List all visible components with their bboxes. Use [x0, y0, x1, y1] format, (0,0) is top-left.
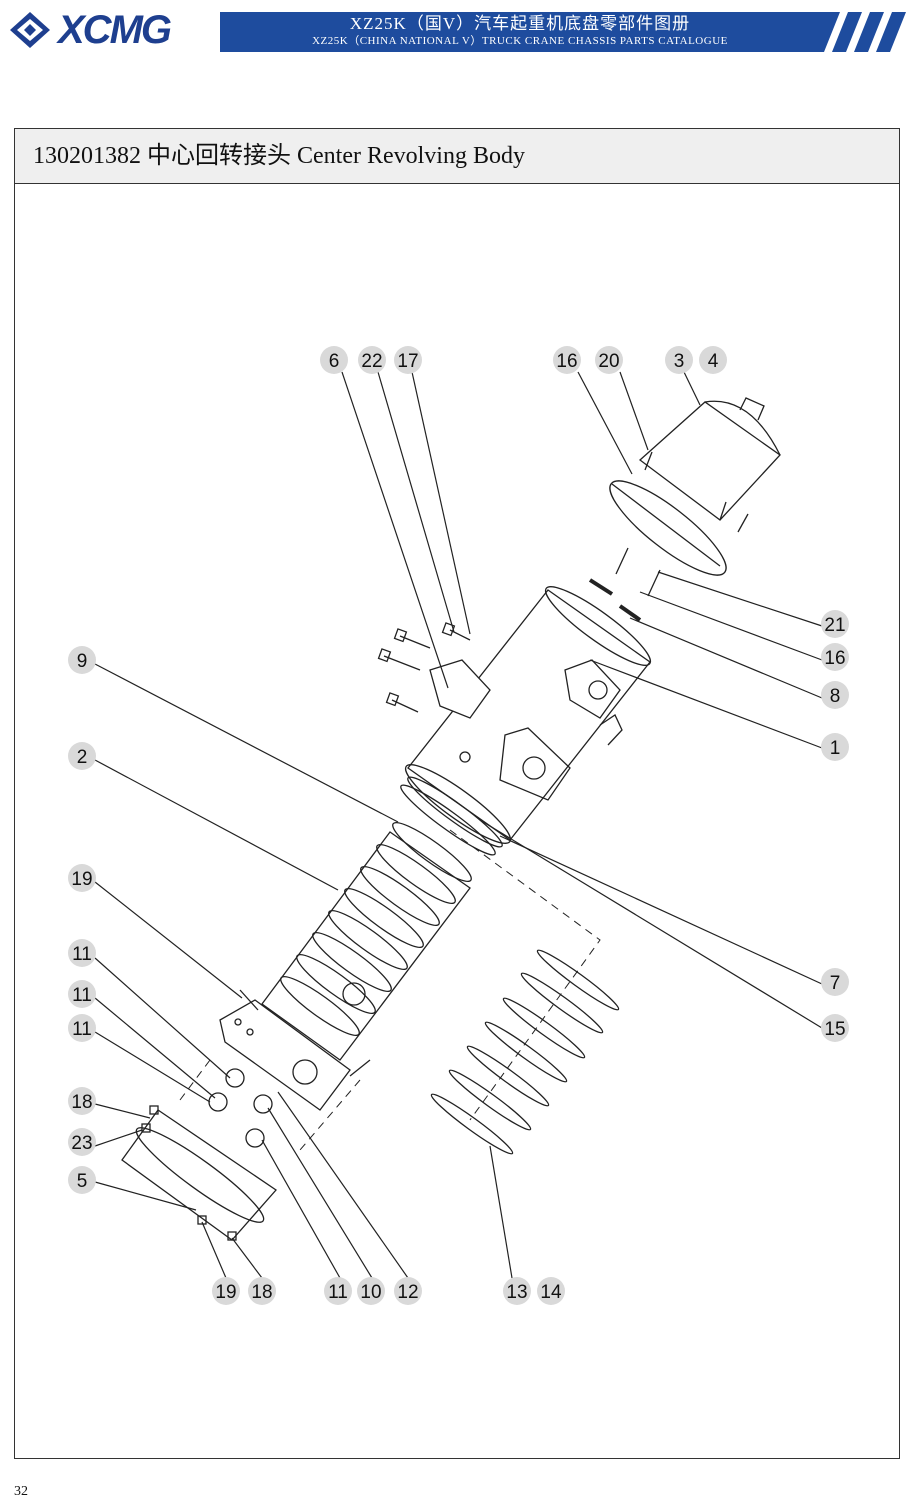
catalogue-title: XZ25K（国V）汽车起重机底盘零部件图册 [349, 14, 691, 33]
callout-18-left: 18 [68, 1087, 96, 1115]
svg-text:2: 2 [77, 747, 88, 768]
svg-text:12: 12 [397, 1282, 418, 1303]
bracket-bolts-part [377, 622, 491, 719]
svg-text:13: 13 [506, 1282, 527, 1303]
center-body-housing [404, 586, 652, 844]
lower-flange-part [219, 989, 371, 1111]
callout-5: 5 [68, 1166, 96, 1194]
diagram-frame: 130201382 中心回转接头 Center Revolving Body [14, 128, 900, 1459]
svg-text:6: 6 [329, 351, 340, 372]
svg-text:11: 11 [72, 1019, 92, 1040]
svg-text:17: 17 [397, 351, 418, 372]
callout-3: 3 [665, 346, 693, 374]
catalogue-banner: XZ25K（国V）汽车起重机底盘零部件图册 XZ25K（CHINA NATION… [220, 12, 820, 52]
seal-rings-upper [400, 776, 503, 856]
callout-16-top: 16 [553, 346, 581, 374]
xcmg-emblem-icon [10, 12, 50, 48]
callout-6: 6 [320, 346, 348, 374]
svg-text:18: 18 [251, 1282, 272, 1303]
svg-text:10: 10 [360, 1282, 381, 1303]
svg-text:19: 19 [215, 1282, 236, 1303]
svg-text:5: 5 [77, 1171, 88, 1192]
svg-text:7: 7 [830, 973, 841, 994]
screws-washers-part [588, 547, 661, 622]
svg-text:1: 1 [830, 738, 841, 759]
callout-15: 15 [821, 1014, 849, 1042]
svg-text:11: 11 [328, 1282, 348, 1303]
callout-10: 10 [357, 1277, 385, 1305]
svg-text:8: 8 [830, 686, 841, 707]
svg-text:21: 21 [824, 615, 845, 636]
page-number: 32 [14, 1484, 28, 1499]
svg-text:18: 18 [71, 1092, 92, 1113]
callout-22: 22 [358, 346, 386, 374]
svg-text:14: 14 [540, 1282, 562, 1303]
svg-text:20: 20 [598, 351, 619, 372]
callout-23: 23 [68, 1128, 96, 1156]
svg-text:9: 9 [77, 651, 88, 672]
callout-11-d: 11 [324, 1277, 352, 1305]
logo-wordmark: XCMG [58, 8, 172, 52]
callout-8: 8 [821, 681, 849, 709]
hydraulic-fittings-part [208, 1068, 273, 1148]
callout-13: 13 [503, 1277, 531, 1305]
catalogue-subtitle: XZ25K（CHINA NATIONAL V）TRUCK CRANE CHASS… [312, 35, 728, 47]
leader-lines [94, 371, 823, 1279]
rotor-shaft-part [261, 821, 472, 1061]
svg-text:16: 16 [556, 351, 577, 372]
callout-12: 12 [394, 1277, 422, 1305]
callout-14: 14 [537, 1277, 565, 1305]
svg-text:11: 11 [72, 944, 92, 965]
svg-text:19: 19 [71, 869, 92, 890]
callout-17: 17 [394, 346, 422, 374]
svg-text:22: 22 [361, 351, 382, 372]
banner-stripes-decoration [818, 12, 906, 52]
svg-text:4: 4 [708, 351, 719, 372]
callout-19-left: 19 [68, 864, 96, 892]
callout-2: 2 [68, 742, 96, 770]
callout-11-c: 11 [68, 1014, 96, 1042]
motor-cap-part [609, 397, 781, 576]
callout-9: 9 [68, 646, 96, 674]
callout-20: 20 [595, 346, 623, 374]
xcmg-logo: XCMG [8, 8, 172, 52]
bottom-plate-part [121, 1105, 277, 1241]
svg-text:3: 3 [674, 351, 685, 372]
callout-16-right: 16 [821, 643, 849, 671]
callout-11-a: 11 [68, 939, 96, 967]
svg-text:15: 15 [824, 1019, 845, 1040]
callout-18-bottom: 18 [248, 1277, 276, 1305]
section-title: 130201382 中心回转接头 Center Revolving Body [15, 129, 899, 184]
svg-text:23: 23 [71, 1133, 92, 1154]
callout-19-bottom: 19 [212, 1277, 240, 1305]
page-header: XCMG XZ25K（国V）汽车起重机底盘零部件图册 XZ25K（CHINA N… [0, 0, 923, 62]
callout-7: 7 [821, 968, 849, 996]
svg-text:16: 16 [824, 648, 845, 669]
callout-4: 4 [699, 346, 727, 374]
callout-21: 21 [821, 610, 849, 638]
seal-rings-lower [430, 949, 620, 1155]
callout-1: 1 [821, 733, 849, 761]
callout-11-b: 11 [68, 980, 96, 1008]
svg-text:11: 11 [72, 985, 92, 1006]
